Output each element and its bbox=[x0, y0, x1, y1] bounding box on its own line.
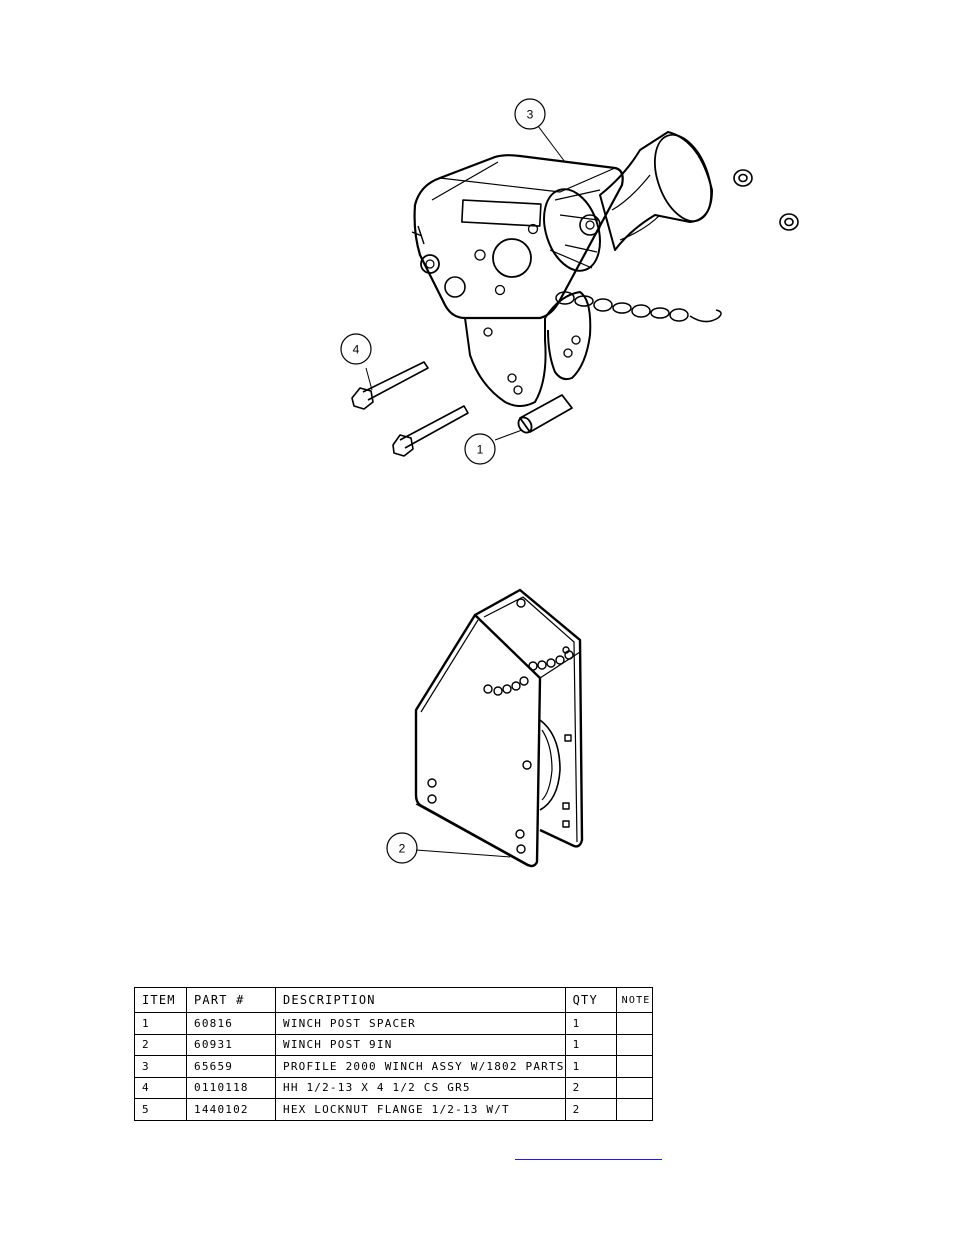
cell-item: 1 bbox=[134, 1012, 187, 1035]
hyperlink-underline[interactable] bbox=[515, 1159, 662, 1160]
col-note-header: NOTE bbox=[615, 987, 653, 1013]
cell-part: 65659 bbox=[186, 1055, 276, 1078]
cell-qty: 2 bbox=[564, 1076, 617, 1099]
svg-text:4: 4 bbox=[353, 343, 360, 357]
table-row: 2 60931 WINCH POST 9IN 1 bbox=[134, 1033, 653, 1056]
cell-description: PROFILE 2000 WINCH ASSY W/1802 PARTS bbox=[275, 1055, 566, 1078]
cell-part: 60816 bbox=[186, 1012, 276, 1035]
cell-item: 4 bbox=[134, 1076, 187, 1099]
hex-locknut-parts bbox=[733, 169, 799, 231]
balloon-2: 2 bbox=[386, 832, 418, 864]
balloon-4: 4 bbox=[340, 333, 372, 365]
cell-note bbox=[615, 1012, 653, 1035]
cell-description: HH 1/2-13 X 4 1/2 CS GR5 bbox=[275, 1076, 566, 1099]
balloon-3: 3 bbox=[514, 98, 546, 130]
table-row: 4 0110118 HH 1/2-13 X 4 1/2 CS GR5 2 bbox=[134, 1076, 653, 1099]
svg-text:2: 2 bbox=[399, 842, 406, 856]
cell-item: 5 bbox=[134, 1098, 187, 1121]
table-row: 5 1440102 HEX LOCKNUT FLANGE 1/2-13 W/T … bbox=[134, 1098, 653, 1121]
bom-header-row: ITEM PART # DESCRIPTION QTY NOTE bbox=[134, 987, 653, 1013]
cell-description: WINCH POST 9IN bbox=[275, 1033, 566, 1056]
cell-note bbox=[615, 1098, 653, 1121]
cell-qty: 2 bbox=[564, 1098, 617, 1121]
winch-post bbox=[414, 588, 584, 868]
col-qty-header: QTY bbox=[564, 987, 617, 1013]
cell-item: 2 bbox=[134, 1033, 187, 1056]
cell-item: 3 bbox=[134, 1055, 187, 1078]
col-part-header: PART # bbox=[186, 987, 276, 1013]
cell-part: 60931 bbox=[186, 1033, 276, 1056]
cell-part: 0110118 bbox=[186, 1076, 276, 1099]
hex-bolts bbox=[351, 361, 469, 457]
svg-text:1: 1 bbox=[477, 443, 484, 457]
bill-of-materials-table: ITEM PART # DESCRIPTION QTY NOTE 1 60816… bbox=[134, 987, 653, 1121]
winch-post-spacer bbox=[494, 394, 573, 441]
cell-description: HEX LOCKNUT FLANGE 1/2-13 W/T bbox=[275, 1098, 566, 1121]
table-row: 1 60816 WINCH POST SPACER 1 bbox=[134, 1012, 653, 1035]
svg-text:3: 3 bbox=[527, 108, 534, 122]
cell-part: 1440102 bbox=[186, 1098, 276, 1121]
cell-qty: 1 bbox=[564, 1033, 617, 1056]
table-row: 3 65659 PROFILE 2000 WINCH ASSY W/1802 P… bbox=[134, 1055, 653, 1078]
winch-assembly bbox=[411, 125, 722, 407]
col-description-header: DESCRIPTION bbox=[275, 987, 566, 1013]
cell-note bbox=[615, 1033, 653, 1056]
cell-note bbox=[615, 1076, 653, 1099]
cell-qty: 1 bbox=[564, 1055, 617, 1078]
cell-qty: 1 bbox=[564, 1012, 617, 1035]
cell-description: WINCH POST SPACER bbox=[275, 1012, 566, 1035]
balloon-1: 1 bbox=[464, 433, 496, 465]
cell-note bbox=[615, 1055, 653, 1078]
col-item-header: ITEM bbox=[134, 987, 187, 1013]
